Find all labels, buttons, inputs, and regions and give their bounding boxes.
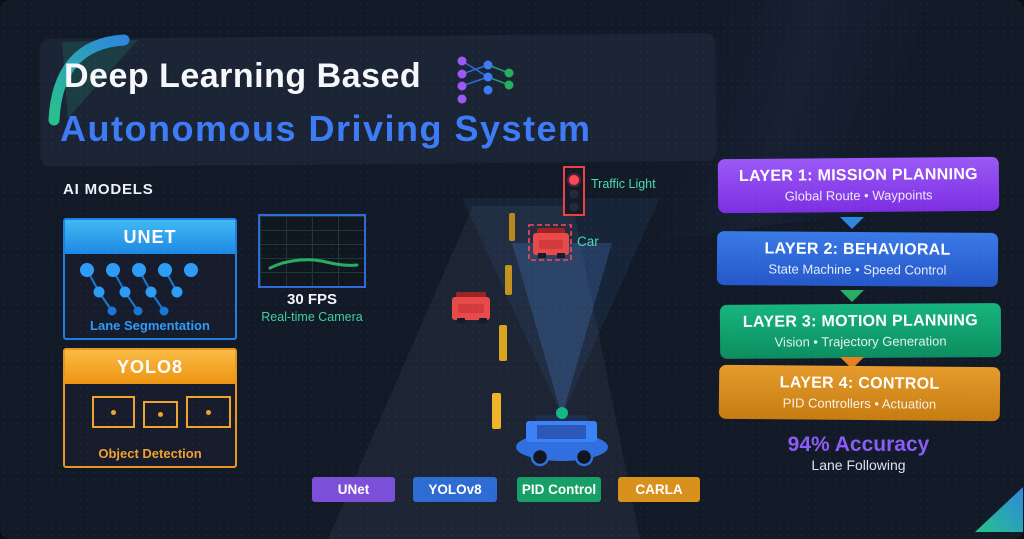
tag-label: CARLA — [635, 482, 683, 497]
yolo-model-card: YOLO8 Object Detection — [63, 348, 237, 468]
neural-network-icon — [457, 56, 514, 104]
car-label: Car — [577, 234, 599, 249]
layer-title: LAYER 3: MOTION PLANNING — [742, 312, 979, 331]
lane-dash — [492, 393, 501, 429]
tag-label: UNet — [337, 482, 370, 497]
page-title-line2: Autonomous Driving System — [60, 108, 592, 149]
fov-cone-wide — [462, 198, 660, 416]
down-arrow-icon — [840, 290, 864, 302]
detection-box-icon — [186, 396, 231, 428]
layer-2-behavioral: LAYER 2: BEHAVIORAL State Machine • Spee… — [716, 231, 999, 287]
tag-label: PID Control — [521, 482, 597, 497]
lane-dash — [509, 213, 515, 241]
wheel — [530, 447, 550, 467]
unet-model-card: UNET Lane Segmentation — [63, 218, 237, 340]
unet-card-caption: Lane Segmentation — [90, 318, 210, 333]
camera-caption: Real-time Camera — [261, 310, 363, 324]
detection-box-icon — [143, 401, 178, 428]
camera-feed-chart — [258, 214, 366, 288]
traffic-light-label: Traffic Light — [591, 177, 656, 191]
layer-title: LAYER 2: BEHAVIORAL — [764, 240, 951, 259]
unet-card-title: UNET — [65, 220, 235, 254]
unet-network-icon — [80, 263, 198, 316]
tag-carla: CARLA — [618, 477, 700, 502]
corner-accent-swoosh — [48, 34, 138, 126]
layer-subtitle: Vision • Trajectory Generation — [774, 333, 947, 350]
other-car — [452, 292, 490, 323]
corner-accent-triangle — [975, 487, 1023, 532]
lane-dash — [505, 265, 512, 295]
ai-models-heading: AI MODELS — [63, 181, 154, 198]
down-arrow-icon — [840, 217, 864, 229]
sensor-dot — [556, 407, 568, 419]
yolo-card-title: YOLO8 — [65, 350, 235, 384]
layer-subtitle: Global Route • Waypoints — [784, 187, 933, 204]
lane-dash — [499, 325, 507, 361]
layer-subtitle: PID Controllers • Actuation — [782, 395, 937, 412]
yolo-card-caption: Object Detection — [98, 446, 202, 461]
fps-curve — [268, 258, 359, 270]
layer-title: LAYER 1: MISSION PLANNING — [738, 165, 978, 186]
layer-4-control: LAYER 4: CONTROL PID Controllers • Actua… — [718, 364, 1001, 422]
fov-cone-bright — [512, 243, 612, 416]
layer-title: LAYER 4: CONTROL — [779, 374, 940, 393]
tag-yolov8: YOLOv8 — [413, 477, 497, 502]
traffic-light-icon — [563, 166, 585, 216]
layer-subtitle: State Machine • Speed Control — [768, 261, 947, 278]
ego-vehicle — [516, 407, 608, 467]
tag-pid-control: PID Control — [517, 477, 601, 502]
layer-1-mission-planning: LAYER 1: MISSION PLANNING Global Route •… — [717, 156, 1000, 214]
accuracy-metric: 94% Accuracy — [787, 433, 930, 456]
wheel — [574, 447, 594, 467]
layer-3-motion-planning: LAYER 3: MOTION PLANNING Vision • Trajec… — [719, 303, 1002, 359]
tag-unet: UNet — [312, 477, 395, 502]
fps-value: 30 FPS — [286, 291, 338, 308]
detection-bounding-box — [528, 224, 572, 261]
detection-box-icon — [92, 396, 135, 428]
detected-car — [528, 224, 572, 261]
accuracy-caption: Lane Following — [811, 457, 906, 473]
page-title-line1: Deep Learning Based — [64, 57, 422, 95]
tag-label: YOLOv8 — [428, 482, 482, 497]
